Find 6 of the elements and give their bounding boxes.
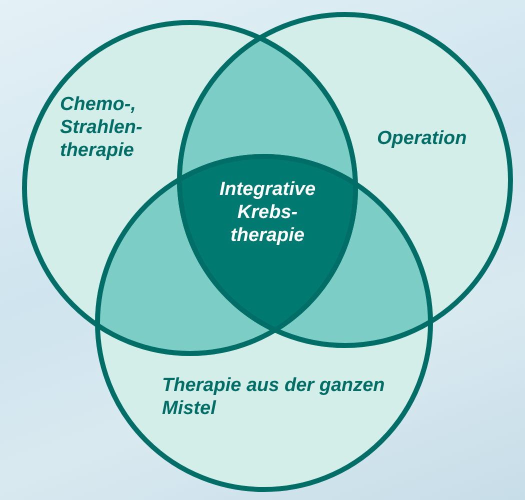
circle-label: Therapie aus der ganzen Mistel: [162, 374, 386, 420]
venn-circle: [22, 20, 358, 356]
region-label: Integrative Krebs-therapie: [218, 178, 317, 247]
circle-label: Chemo-, Strahlen-therapie: [60, 93, 144, 162]
venn-circle: [177, 12, 513, 348]
circle-label: Operation: [377, 127, 468, 150]
